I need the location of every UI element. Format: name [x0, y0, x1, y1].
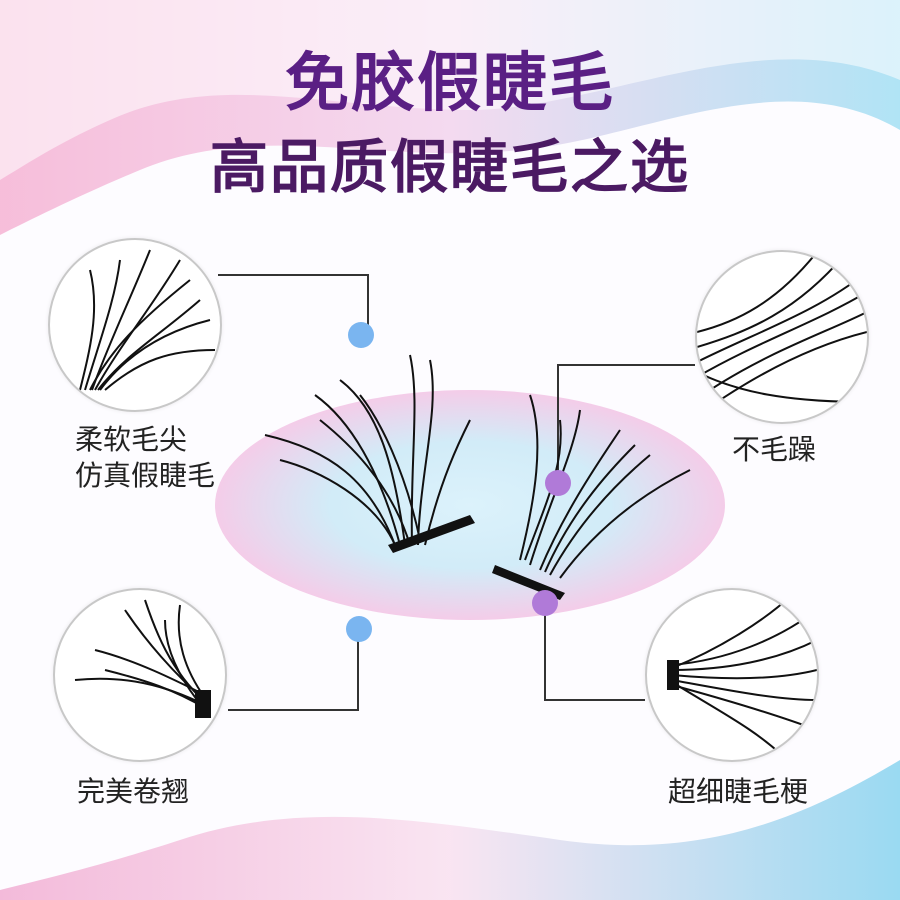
marker-dot-top-left: [348, 322, 374, 348]
detail-circle-soft-tips: [48, 238, 222, 412]
subtitle: 高品质假睫毛之选: [209, 133, 690, 201]
connector-bottom-right: [544, 603, 645, 701]
lash-base-left: [388, 515, 475, 553]
main-title: 免胶假睫毛: [285, 47, 615, 121]
feature-label-no-frizz: 不毛躁: [732, 433, 817, 466]
feature-label-thin-band: 超细睫毛梗: [668, 775, 809, 808]
detail-circle-curl: [53, 588, 227, 762]
feature-label-soft-tips-line1: 柔软毛尖: [75, 423, 188, 456]
feature-label-curl: 完美卷翘: [77, 775, 190, 808]
marker-dot-bottom-left: [346, 616, 372, 642]
connector-bottom-left: [228, 630, 359, 711]
feature-label-soft-tips: 柔软毛尖 仿真假睫毛: [75, 422, 215, 494]
lash-cluster-left: [264, 354, 471, 546]
feature-label-soft-tips-line2: 仿真假睫毛: [75, 459, 216, 492]
marker-dot-top-right: [545, 470, 571, 496]
marker-dot-bottom-right: [532, 590, 558, 616]
detail-circle-thin-band: [645, 588, 819, 762]
detail-circle-no-frizz: [695, 250, 869, 424]
connector-top-left: [218, 274, 369, 335]
connector-top-right: [557, 364, 695, 478]
